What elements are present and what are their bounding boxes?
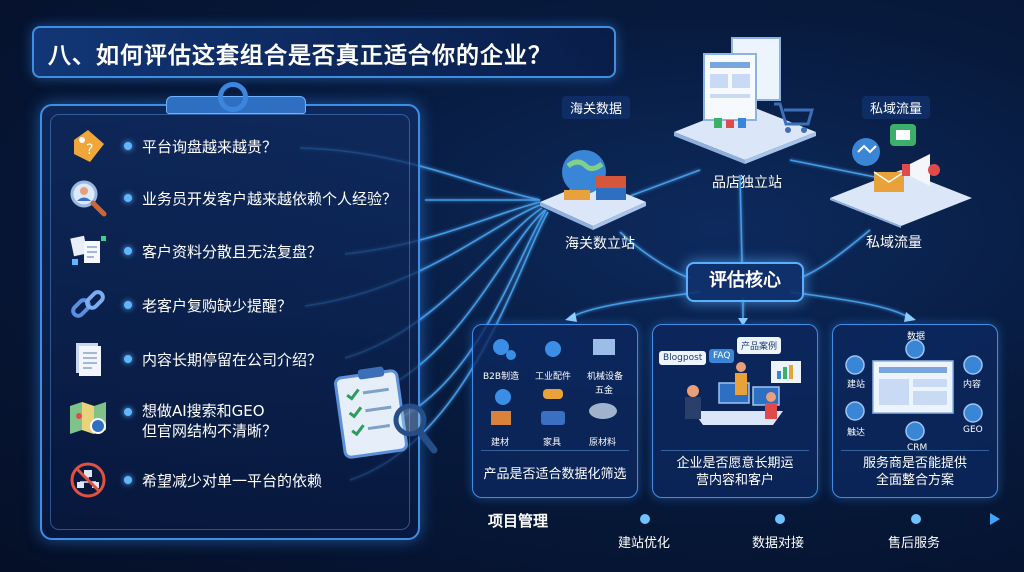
- office-scene-illustration: [685, 361, 801, 425]
- bubble-faq: FAQ: [709, 349, 735, 363]
- content-operation-card: Blogpost FAQ 产品案例 企业是否愿意长期运 营内容和客户: [652, 324, 818, 498]
- question-item: 内容长期停留在公司介绍？: [62, 339, 412, 379]
- private-traffic-tag: 私域流量: [862, 96, 931, 119]
- integration-card: 数据 内容 GEO CRM 触达 建站 服务商是否能提供 全面整合方案: [832, 324, 998, 498]
- question-text: 业务员开发客户越来越依赖个人经验？: [142, 190, 398, 208]
- node-reach: 触达: [847, 428, 866, 438]
- industry-machinery: 机械设备: [587, 372, 624, 382]
- node-site: 建站: [847, 380, 866, 390]
- bubble-blogpost: Blogpost: [659, 351, 707, 365]
- question-text: 老客户复购缺少提醒？: [142, 297, 293, 315]
- question-text: 客户资料分散且无法复盘？: [142, 243, 323, 261]
- checklist-magnifier-icon: [334, 366, 438, 459]
- question-item: ? 平台询盘越来越贵？: [62, 126, 412, 166]
- card-caption: 服务商是否能提供 全面整合方案: [862, 456, 967, 488]
- question-item: 老客户复购缺少提醒？: [62, 285, 412, 325]
- question-item: 客户资料分散且无法复盘？: [62, 231, 412, 271]
- private-traffic-illustration: [830, 124, 972, 228]
- store-site-illustration: [674, 37, 816, 164]
- question-item: 希望减少对单一平台的依赖: [62, 460, 412, 500]
- customs-site-illustration: [540, 150, 646, 230]
- question-text: 平台询盘越来越贵？: [142, 138, 278, 156]
- industry-hardware: 五金: [595, 386, 614, 396]
- question-item: 想做AI搜索和GEO 但官网结构不清晰？: [62, 398, 412, 444]
- question-item: 业务员开发客户越来越依赖个人经验？: [62, 178, 412, 218]
- node-content: 内容: [963, 380, 982, 390]
- customs-data-tag: 海关数据: [562, 96, 631, 119]
- question-text-line2: 但官网结构不清晰？: [142, 422, 278, 440]
- no-single-platform-icon: [70, 462, 106, 498]
- timeline-step: 售后服务: [888, 536, 941, 551]
- store-site-label: 品店独立站: [712, 175, 782, 191]
- card-caption: 企业是否愿意长期运 营内容和客户: [676, 456, 794, 488]
- card-caption: 产品是否适合数据化筛选: [483, 467, 627, 482]
- person-magnifier-icon: [70, 180, 107, 217]
- question-text: 希望减少对单一平台的依赖: [142, 472, 323, 490]
- price-tag-icon: ?: [74, 130, 104, 162]
- clipboard-ring: [218, 82, 248, 112]
- node-data: 数据: [907, 332, 926, 342]
- title-bar: 八、如何评估这套组合是否真正适合你的企业？: [32, 26, 616, 78]
- product-fit-card: B2B制造 工业配件 机械设备 五金 建材 家具 原材料 产品是否适合数据化筛选: [472, 324, 638, 498]
- scattered-documents-icon: [70, 235, 106, 265]
- bubble-case: 产品案例: [737, 337, 782, 354]
- industry-furniture: 家具: [543, 438, 562, 448]
- industry-parts: 工业配件: [535, 372, 572, 382]
- broken-link-icon: [71, 290, 105, 318]
- question-text-line1: 想做AI搜索和GEO: [142, 402, 265, 420]
- industry-raw: 原材料: [589, 438, 617, 448]
- timeline-step: 建站优化: [618, 536, 671, 551]
- questions-panel: [40, 104, 420, 540]
- customs-site-label: 海关数立站: [565, 236, 635, 252]
- map-search-icon: [70, 402, 106, 434]
- svg-text:?: ?: [86, 142, 93, 158]
- timeline-step: 数据对接: [752, 536, 805, 551]
- industry-building: 建材: [491, 438, 510, 448]
- node-geo: GEO: [963, 425, 983, 435]
- evaluation-core-hub: 评估核心: [686, 262, 804, 302]
- industry-b2b: B2B制造: [483, 372, 520, 382]
- document-icon: [76, 343, 101, 376]
- industry-icons: [491, 339, 617, 425]
- question-text: 内容长期停留在公司介绍？: [142, 351, 323, 369]
- private-traffic-label: 私域流量: [866, 235, 922, 251]
- integration-diagram: [845, 339, 983, 441]
- timeline-title: 项目管理: [488, 512, 549, 530]
- page-title: 八、如何评估这套组合是否真正适合你的企业？: [48, 43, 552, 69]
- node-crm: CRM: [907, 443, 928, 453]
